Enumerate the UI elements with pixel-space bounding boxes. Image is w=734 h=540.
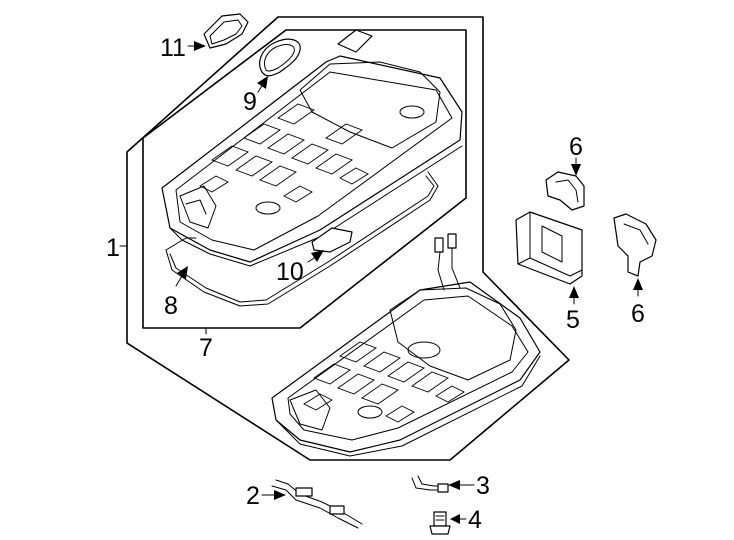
lower-tray [271,233,541,457]
cover-label-plate [337,29,373,53]
assembly-boundary [126,16,570,461]
cover-boundary [142,29,467,329]
upper-cover-ribs [199,103,369,203]
callout-8: 8 [164,292,178,320]
bracket-part-6-upper [545,171,585,211]
callout-2: 2 [246,482,260,510]
bracket-part-6-right [613,213,657,277]
seal-part-9 [259,38,301,77]
lower-tray-cells [303,341,465,423]
callout-3: 3 [476,472,490,500]
callout-4: 4 [468,506,482,534]
callout-6-right: 6 [631,300,645,328]
pad-part-10 [311,227,353,253]
callout-1: 1 [106,234,120,262]
callout-7: 7 [199,334,213,362]
module-part-5 [515,211,583,285]
rod-part-3 [411,475,449,493]
harness-part-2 [271,479,363,529]
callout-5: 5 [566,306,580,334]
upper-cover [161,55,463,267]
callout-9: 9 [243,88,257,116]
callout-6-upper: 6 [569,133,583,161]
callout-10: 10 [276,258,304,286]
bolt-part-4 [429,511,451,535]
callout-11: 11 [160,34,186,62]
gasket-part-11 [203,13,249,49]
